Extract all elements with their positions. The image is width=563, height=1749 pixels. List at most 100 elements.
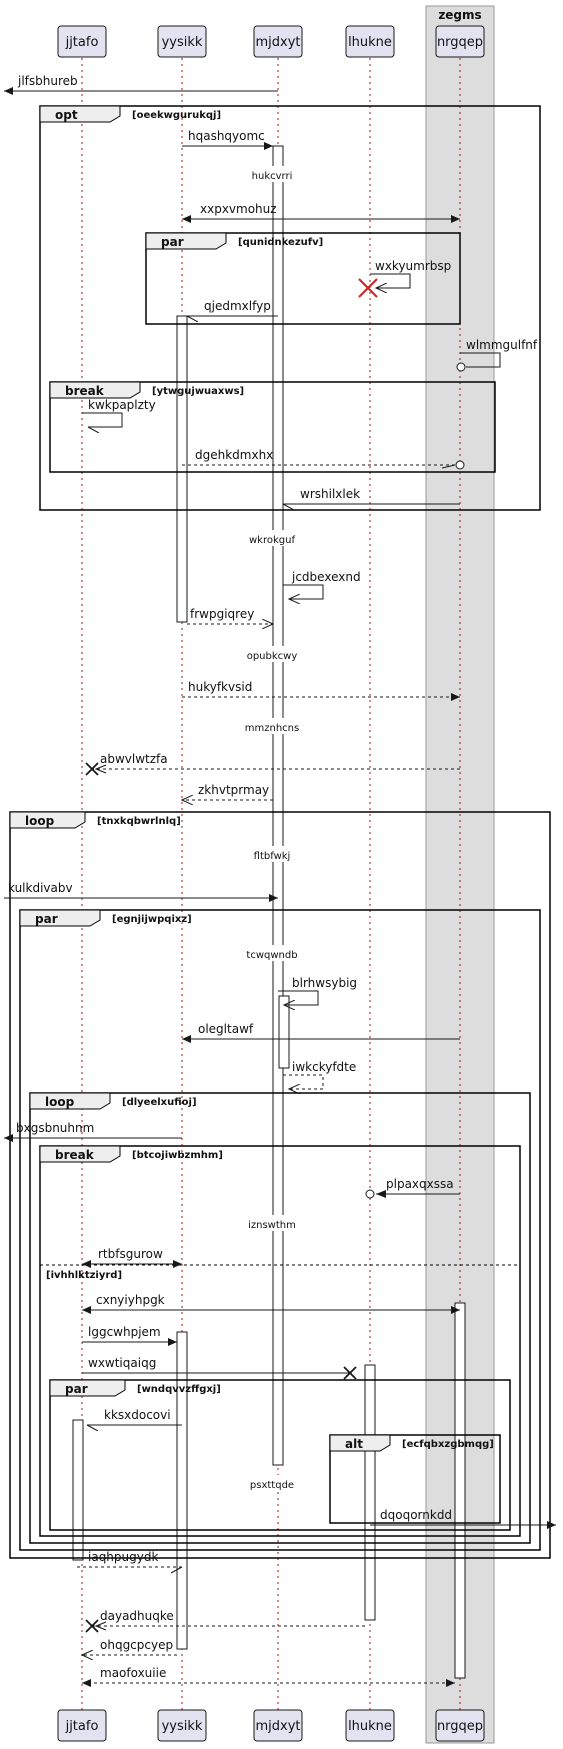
participant-label: yysikk bbox=[162, 1719, 203, 1734]
participant-nrgqep-bottom[interactable]: nrgqep bbox=[435, 1709, 485, 1742]
message-olegltawf: olegltawf bbox=[182, 1022, 460, 1043]
message-label: iaqhpugydk bbox=[88, 1550, 158, 1564]
participant-nrgqep-top[interactable]: nrgqep bbox=[435, 25, 485, 58]
message-label: kksxdocovi bbox=[104, 1408, 171, 1422]
frame-kind: loop bbox=[45, 1095, 75, 1109]
message-ohqgcpcyep: ohqgcpcyep bbox=[82, 1638, 177, 1655]
message-label: wrshilxlek bbox=[300, 487, 360, 501]
frame-guard: [dlyeelxufioj] bbox=[122, 1097, 197, 1108]
divider-psxttqde: psxttqde bbox=[240, 1475, 314, 1491]
message-bxgsbnuhnm: bxgsbnuhnm bbox=[4, 1121, 182, 1142]
divider-label: psxttqde bbox=[250, 1480, 294, 1491]
message-zkhvtprmay: zkhvtprmay bbox=[182, 783, 273, 800]
participant-label: lhukne bbox=[348, 35, 392, 50]
message-wlmmgulfnf: wlmmgulfnf bbox=[456, 338, 538, 372]
frame-guard: [wndqvvzffgxj] bbox=[137, 1384, 221, 1395]
message-label: jlfsbhureb bbox=[17, 74, 78, 88]
divider-label: tcwqwndb bbox=[246, 950, 297, 961]
divider-label: mmznhcns bbox=[245, 723, 299, 734]
message-iwkckyfdte: iwkckyfdte bbox=[283, 1060, 356, 1089]
frame-guard: [ytwgujwuaxws] bbox=[152, 386, 244, 397]
message-label: frwpgiqrey bbox=[190, 607, 254, 621]
message-iaqhpugydk: iaqhpugydk bbox=[77, 1550, 182, 1567]
frame-guard: [ecfqbxzgbmqg] bbox=[402, 1439, 494, 1450]
message-lggcwhpjem: lggcwhpjem bbox=[82, 1325, 177, 1346]
message-label: cxnyiyhpgk bbox=[96, 1293, 165, 1307]
divider-iznswthm: iznswthm bbox=[240, 1215, 314, 1231]
message-dayadhuqke: dayadhuqke bbox=[85, 1609, 365, 1633]
frame-kind: alt bbox=[345, 1437, 363, 1451]
message-label: zkhvtprmay bbox=[198, 783, 269, 797]
message-rtbfsgurow: rtbfsgurow bbox=[82, 1247, 182, 1268]
frame-opt-1: opt [oeekwgurukqj] bbox=[39, 105, 541, 511]
participant-label: mjdxyt bbox=[255, 35, 300, 50]
message-frwpgiqrey: frwpgiqrey bbox=[187, 607, 273, 624]
frame-kind: par bbox=[65, 1382, 88, 1396]
participant-jjtafo-bottom[interactable]: jjtafo bbox=[57, 1709, 107, 1742]
participant-label: yysikk bbox=[162, 35, 203, 50]
participant-lhukne-top[interactable]: lhukne bbox=[345, 25, 395, 58]
message-label: hukyfkvsid bbox=[188, 680, 252, 694]
frame-par-2: par[qunidnkezufv] bbox=[145, 232, 461, 325]
participant-yysikk-bottom[interactable]: yysikk bbox=[157, 1709, 207, 1742]
message-maofoxuiie: maofoxuiie bbox=[82, 1666, 455, 1687]
divider-label: hukcvrri bbox=[252, 171, 293, 182]
participant-mjdxyt-top[interactable]: mjdxyt bbox=[253, 25, 303, 58]
divider-fltbfwkj: fltbfwkj bbox=[240, 846, 314, 862]
frame-guard: [btcojiwbzmhm] bbox=[132, 1150, 223, 1161]
frame-kind: opt bbox=[55, 108, 78, 122]
participant-yysikk-top[interactable]: yysikk bbox=[157, 25, 207, 58]
message-label: blrhwsybig bbox=[292, 976, 357, 990]
activation-yysikk-2 bbox=[176, 315, 188, 623]
messages: jlfsbhureb hqashqyomc xxpxvmohuz wxkyumrbsp… bbox=[4, 74, 556, 1687]
group-title: zegms bbox=[438, 8, 481, 22]
message-label: rtbfsgurow bbox=[98, 1247, 163, 1261]
frame-kind: loop bbox=[25, 814, 55, 828]
participant-mjdxyt-bottom[interactable]: mjdxyt bbox=[253, 1709, 303, 1742]
activation-nrgqep-4 bbox=[454, 1302, 466, 1679]
divider-mmznhcns: mmznhcns bbox=[240, 718, 314, 734]
frame-break-3: break[ytwgujwuaxws] bbox=[49, 381, 496, 473]
divider-opubkcwy: opubkcwy bbox=[240, 646, 314, 662]
message-label: abwvlwtzfa bbox=[100, 752, 168, 766]
activation-yysikk-5 bbox=[176, 1331, 188, 1650]
message-plpaxqxssa: plpaxqxssa bbox=[365, 1177, 460, 1199]
activation-bars bbox=[72, 145, 466, 1679]
frame-par-8: par [wndqvvzffgxj] bbox=[49, 1379, 511, 1531]
message-label: qjedmxlfyp bbox=[204, 299, 271, 313]
combined-fragments: opt[oeekwgurukqj]par[qunidnkezufv]break[… bbox=[9, 105, 551, 1559]
message-label: jcdbexexnd bbox=[291, 570, 361, 584]
activation-mjdxyt-1 bbox=[272, 145, 284, 1466]
frame-break-7: break [btcojiwbzmhm] bbox=[39, 1145, 521, 1537]
frame-guard: [oeekwgurukqj] bbox=[132, 110, 221, 121]
message-label: wlmmgulfnf bbox=[466, 338, 538, 352]
frame-alt-9: alt [ecfqbxzgbmqg] bbox=[329, 1434, 501, 1524]
divider-label: opubkcwy bbox=[247, 651, 298, 662]
message-label: dqoqornkdd bbox=[380, 1508, 452, 1522]
frame-guard: [ivhhlktziyrd] bbox=[46, 1270, 122, 1281]
message-label: lggcwhpjem bbox=[88, 1325, 161, 1339]
message-kulkdivabv: kulkdivabv bbox=[4, 881, 278, 902]
divider-label: fltbfwkj bbox=[254, 851, 291, 862]
message-label: olegltawf bbox=[198, 1022, 254, 1036]
frame-kind: break bbox=[55, 1148, 95, 1162]
message-label: wxkyumrbsp bbox=[375, 259, 451, 273]
participant-label: jjtafo bbox=[65, 35, 99, 50]
message-xxpxvmohuz: xxpxvmohuz bbox=[182, 202, 460, 223]
lifelines bbox=[81, 58, 461, 1710]
frame-guard: [egnjijwpqixz] bbox=[112, 914, 192, 925]
participant-lhukne-bottom[interactable]: lhukne bbox=[345, 1709, 395, 1742]
message-blrhwsybig: blrhwsybig bbox=[278, 976, 357, 1005]
message-label: bxgsbnuhnm bbox=[16, 1121, 94, 1135]
message-label: dgehkdmxhx bbox=[195, 448, 273, 462]
frame-guard: [qunidnkezufv] bbox=[238, 237, 323, 248]
participant-label: mjdxyt bbox=[255, 1719, 300, 1734]
message-label: kwkpaplzty bbox=[88, 398, 156, 412]
message-jcdbexexnd: jcdbexexnd bbox=[283, 570, 361, 599]
message-label: dayadhuqke bbox=[100, 1609, 174, 1623]
participant-jjtafo-top[interactable]: jjtafo bbox=[57, 25, 107, 58]
activation-jjtafo-7 bbox=[72, 1419, 84, 1561]
message-kwkpaplzty: kwkpaplzty bbox=[82, 398, 156, 427]
message-hqashqyomc: hqashqyomc bbox=[182, 129, 273, 150]
